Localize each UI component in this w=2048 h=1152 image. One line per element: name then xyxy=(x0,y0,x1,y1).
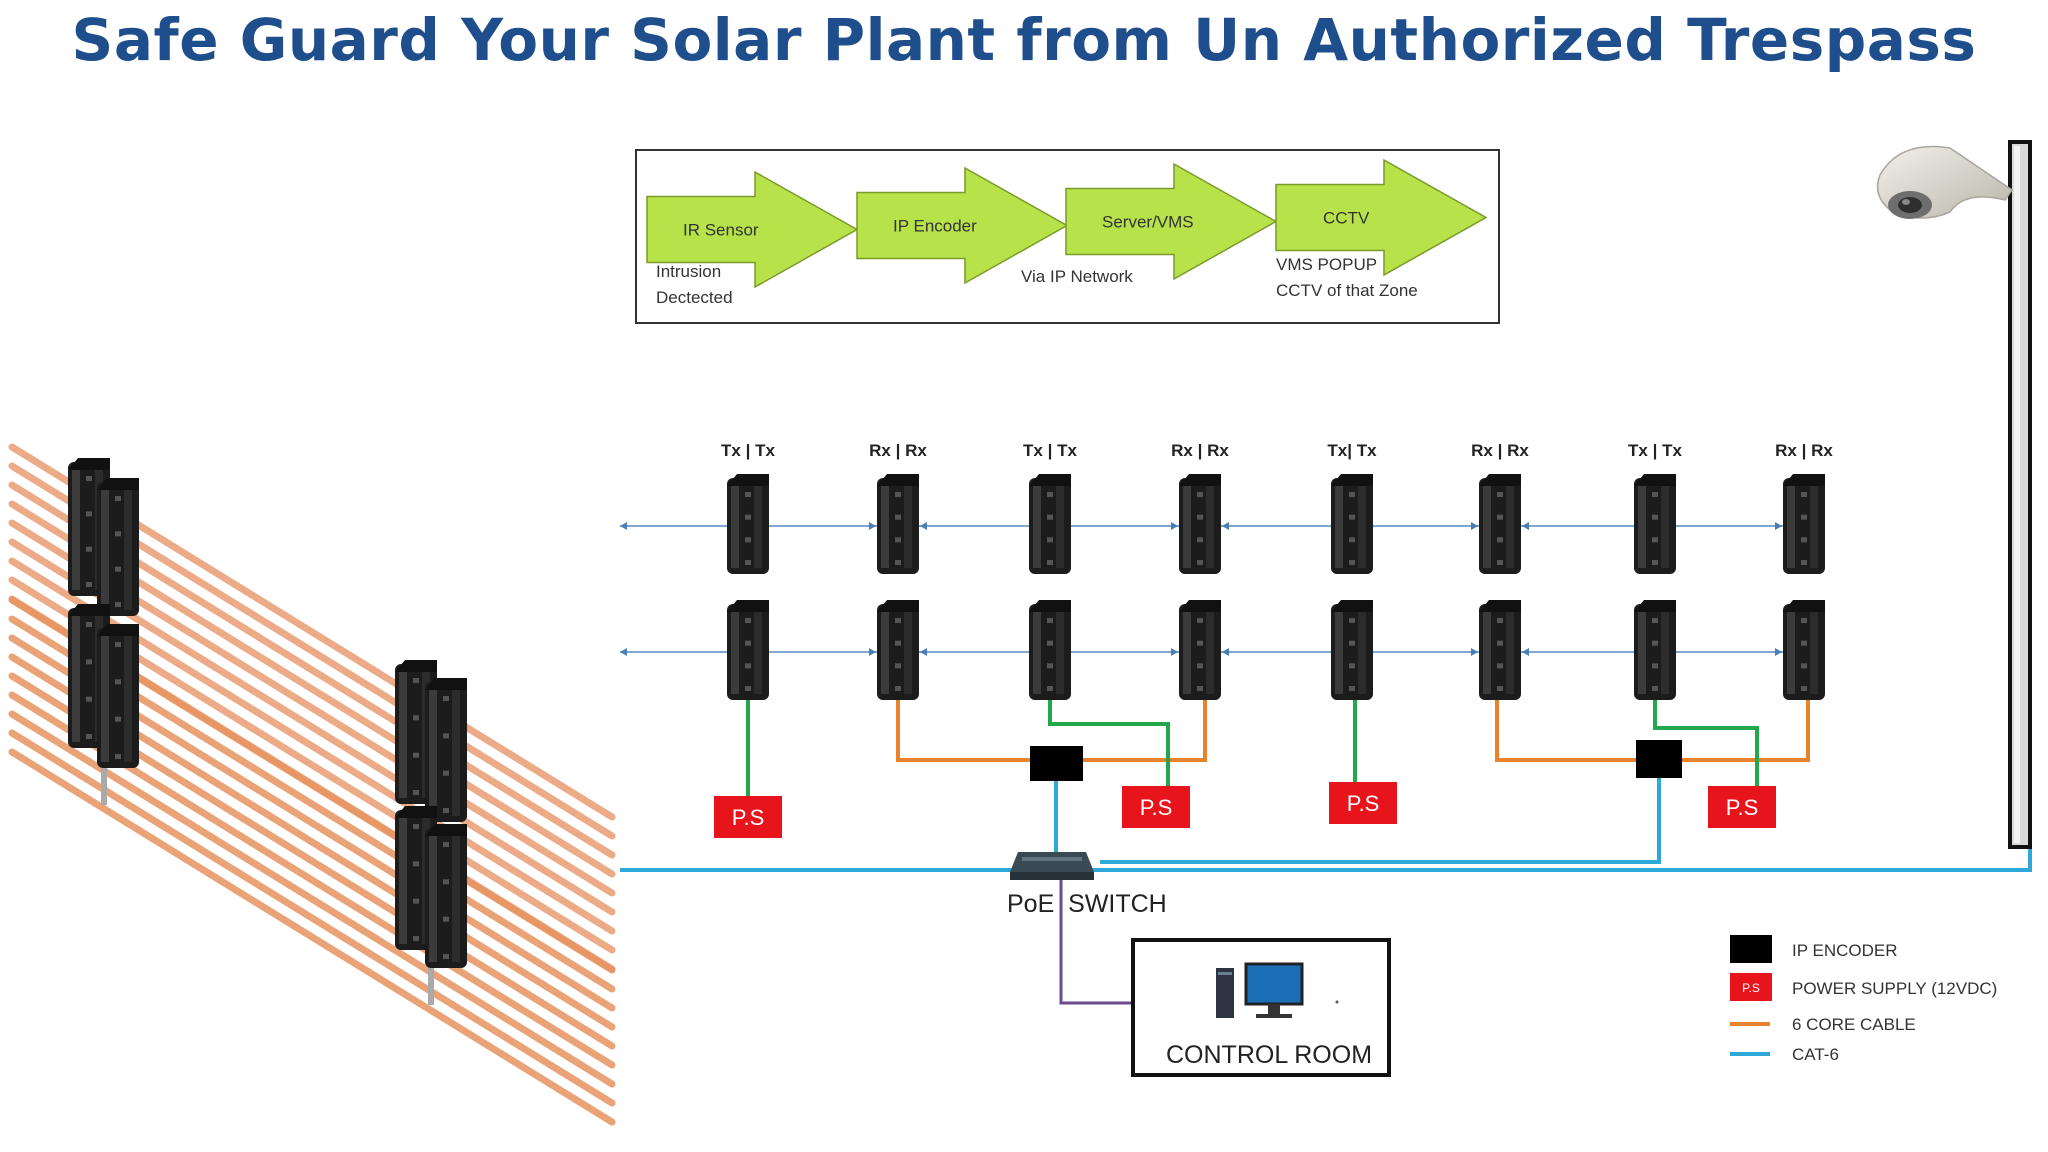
ir-beam xyxy=(8,557,616,935)
ir-sensor-tower xyxy=(1029,474,1071,574)
ip-encoder-2 xyxy=(1636,740,1682,778)
sensor-pair-label: Tx | Tx xyxy=(1628,441,1682,460)
camera-pole xyxy=(2008,140,2032,849)
page-title: Safe Guard Your Solar Plant from Un Auth… xyxy=(71,6,1977,74)
legend-label: POWER SUPPLY (12VDC) xyxy=(1792,979,1997,998)
power-supply-box: P.S xyxy=(1122,786,1190,828)
legend-swatch-label: P.S xyxy=(1742,981,1760,995)
ip-encoder-1 xyxy=(1030,746,1083,781)
ir-sensor-tower xyxy=(1634,474,1676,574)
ir-sensor-tower xyxy=(1783,474,1825,574)
ir-sensor-tower xyxy=(1179,474,1221,574)
ir-sensor-tower xyxy=(1179,600,1221,700)
ir-sensor-tower xyxy=(727,474,769,574)
poe-switch-label: PoE SWITCH xyxy=(1007,890,1167,918)
sensor-grid xyxy=(727,474,1825,700)
legend-swatch xyxy=(1730,935,1772,963)
legend-item: P.S POWER SUPPLY (12VDC) xyxy=(1730,973,1997,1001)
ir-beam xyxy=(8,748,616,1126)
flow-step-2: IP Encoder xyxy=(856,166,1069,285)
legend-swatch xyxy=(1730,973,1772,1001)
ir-sensor-tower xyxy=(1331,474,1373,574)
ir-sensor-tower xyxy=(727,600,769,700)
ir-sensor-tower xyxy=(1783,600,1825,700)
fence-sensor-tower xyxy=(425,824,467,968)
post xyxy=(101,750,107,805)
power-supply-label: P.S xyxy=(1140,795,1173,820)
computer-icon xyxy=(1216,962,1339,1018)
power-supply-label: P.S xyxy=(732,805,765,830)
flow-step-caption: Via IP Network xyxy=(1021,267,1133,286)
flow-step-caption: Intrusion xyxy=(656,262,721,281)
flow-arrow-shape xyxy=(1275,158,1488,277)
control-room-label: CONTROL ROOM xyxy=(1166,1041,1372,1069)
flow-arrow-shape xyxy=(856,166,1069,285)
flow-arrow-shape xyxy=(646,170,859,289)
sensor-pair-label: Tx | Tx xyxy=(1023,441,1077,460)
flow-step-4: CCTV VMS POPUP CCTV of that Zone xyxy=(1275,158,1488,300)
sensor-pair-label: Rx | Rx xyxy=(1775,441,1833,460)
legend: IP ENCODER P.S POWER SUPPLY (12VDC) 6 CORE … xyxy=(1730,935,1997,1064)
power-line-4 xyxy=(1653,700,1759,790)
sensor-pair-label: Rx | Rx xyxy=(869,441,927,460)
sensor-pair-label: Rx | Rx xyxy=(1171,441,1229,460)
flow-step-label: CCTV xyxy=(1323,209,1370,228)
ir-sensor-tower xyxy=(877,600,919,700)
flow-arrow-shape xyxy=(1065,162,1278,281)
ir-beam xyxy=(8,710,616,1088)
sensor-pair-label: Tx| Tx xyxy=(1327,441,1377,460)
ir-sensor-tower xyxy=(1479,474,1521,574)
power-supply-box: P.S xyxy=(714,796,782,838)
ir-beam xyxy=(8,729,616,1107)
power-supply-label: P.S xyxy=(1347,791,1380,816)
fence-sensor-tower xyxy=(97,478,139,616)
power-supply-box: P.S xyxy=(1329,782,1397,824)
legend-label: CAT-6 xyxy=(1792,1045,1839,1064)
ir-sensor-tower xyxy=(1331,600,1373,700)
flow-step-label: IR Sensor xyxy=(683,221,759,240)
sensor-pair-label: Rx | Rx xyxy=(1471,441,1529,460)
ir-sensor-tower xyxy=(1029,600,1071,700)
ir-sensor-tower xyxy=(1479,600,1521,700)
legend-item: CAT-6 xyxy=(1730,1045,1839,1064)
post xyxy=(428,950,434,1005)
fence-illustration xyxy=(8,443,616,1126)
cat6-encoder2 xyxy=(1100,778,1661,864)
sensor-pair-label: Tx | Tx xyxy=(721,441,775,460)
ir-sensor-tower xyxy=(877,474,919,574)
flow-step-label: Server/VMS xyxy=(1102,213,1194,232)
fence-sensor-tower xyxy=(425,678,467,822)
power-line-2 xyxy=(1048,700,1170,790)
poe-switch xyxy=(1010,852,1094,880)
cctv-camera-icon xyxy=(1876,145,2014,219)
legend-label: 6 CORE CABLE xyxy=(1792,1015,1916,1034)
fence-sensor-tower xyxy=(97,624,139,768)
ir-sensor-tower xyxy=(1634,600,1676,700)
power-supply-label: P.S xyxy=(1726,795,1759,820)
power-supplies: P.S P.S P.S P.S xyxy=(714,782,1776,838)
flow-step-caption: CCTV of that Zone xyxy=(1276,281,1418,300)
flow-step-label: IP Encoder xyxy=(893,217,977,236)
legend-item: 6 CORE CABLE xyxy=(1730,1015,1916,1034)
flow-step-3: Server/VMS Via IP Network xyxy=(1021,162,1278,286)
legend-item: IP ENCODER xyxy=(1730,935,1898,963)
flow-step-caption: VMS POPUP xyxy=(1276,255,1377,274)
power-supply-box: P.S xyxy=(1708,786,1776,828)
flow-step-caption: Dectected xyxy=(656,288,733,307)
legend-label: IP ENCODER xyxy=(1792,941,1898,960)
pair-labels: Tx | Tx Rx | Rx Tx | Tx Rx | Rx Tx| Tx Rx | R… xyxy=(721,441,1833,460)
